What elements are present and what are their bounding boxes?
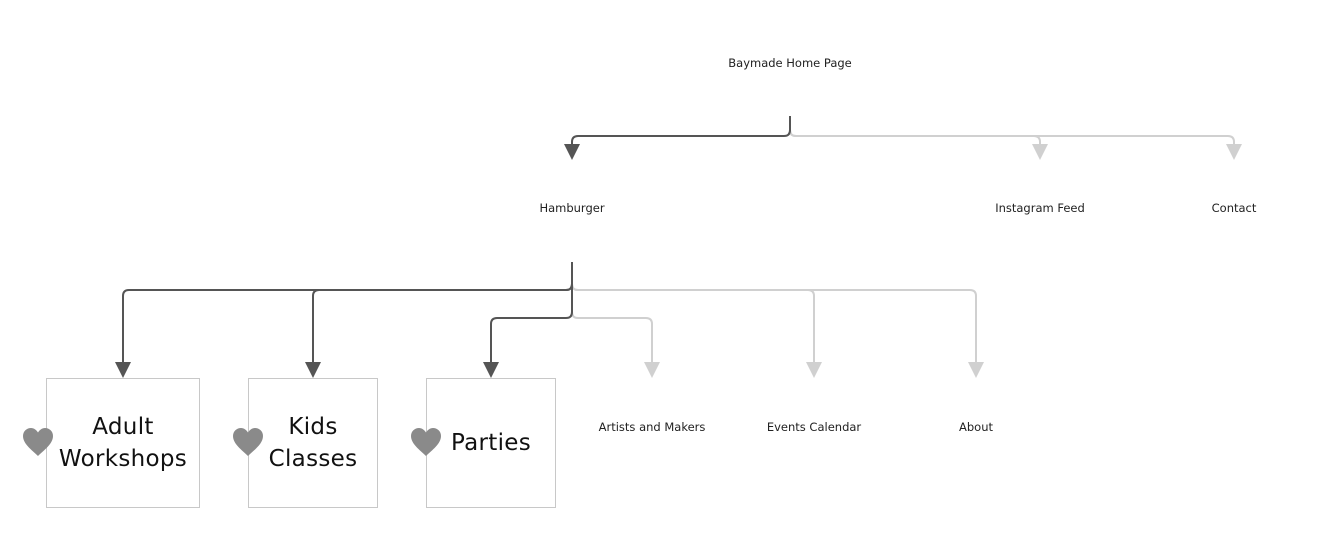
node-events-calendar[interactable]: Events Calendar [766,420,862,434]
node-instagram-feed[interactable]: Instagram Feed [995,201,1085,215]
node-contact[interactable]: Contact [1211,201,1257,215]
connector-hamburger-kids [305,262,573,378]
node-parties-label: Parties [450,430,532,456]
node-baymade-home-page[interactable]: Baymade Home Page [728,56,852,70]
connector-hamburger-about [571,262,984,378]
connector-root-hamburger [564,116,791,160]
connector-hamburger-artists [571,262,660,378]
heart-icon [23,428,53,456]
node-artists-and-makers[interactable]: Artists and Makers [598,420,706,434]
node-parties[interactable]: Parties [426,378,556,508]
connector-root-instagram [789,116,1048,160]
heart-icon [233,428,263,456]
connector-hamburger-parties [483,262,573,378]
node-adult-workshops[interactable]: Adult Workshops [46,378,200,508]
node-adult-workshops-label: Adult Workshops [58,414,188,472]
node-kids-classes[interactable]: Kids Classes [248,378,378,508]
node-hamburger[interactable]: Hamburger [539,201,605,215]
connector-root-contact [789,116,1242,160]
heart-icon [411,428,441,456]
connector-hamburger-events [571,262,822,378]
node-about[interactable]: About [958,420,994,434]
node-kids-classes-label: Kids Classes [268,414,358,472]
connector-hamburger-adult [115,262,573,378]
